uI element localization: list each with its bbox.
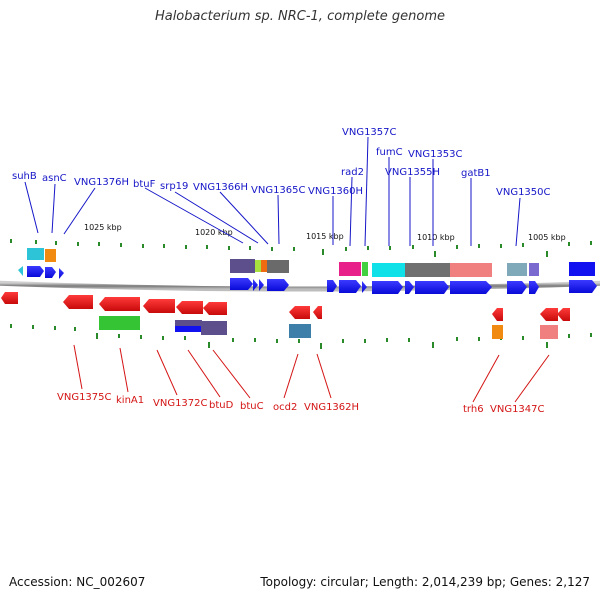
feature-block xyxy=(255,260,261,272)
gene-arrow xyxy=(569,280,597,293)
feature-block xyxy=(405,263,450,277)
gene-label-btuc: btuC xyxy=(240,401,264,412)
gene-arrow xyxy=(492,308,503,321)
gene-label-vng1375c: VNG1375C xyxy=(57,392,112,403)
gene-label-vng1355h: VNG1355H xyxy=(385,167,440,178)
gene-label-gatb1: gatB1 xyxy=(461,168,491,179)
feature-block xyxy=(372,263,405,277)
gene-label-kina1: kinA1 xyxy=(116,395,144,406)
gene-arrow xyxy=(405,281,414,294)
feature-block xyxy=(261,260,267,272)
gene-arrow xyxy=(327,280,337,292)
gene-label-vng1360h: VNG1360H xyxy=(308,186,363,197)
scale-label: 1020 kbp xyxy=(195,228,233,237)
gene-arrow xyxy=(259,279,264,291)
feature-block xyxy=(230,259,255,273)
scale-label: 1015 kbp xyxy=(306,232,344,241)
feature-block xyxy=(529,263,539,276)
feature-block xyxy=(27,248,44,260)
feature-block xyxy=(339,262,361,276)
top-leader-lines xyxy=(24,136,521,247)
gene-arrow xyxy=(372,281,403,294)
scale-label: 1005 kbp xyxy=(528,233,566,242)
reverse-genes xyxy=(1,292,570,321)
scale-label: 1010 kbp xyxy=(417,233,455,242)
gene-arrow xyxy=(230,278,253,290)
genome-summary-text: Topology: circular; Length: 2,014,239 bp… xyxy=(260,575,590,589)
gene-arrow xyxy=(362,281,367,293)
feature-block xyxy=(99,316,140,330)
gene-arrow xyxy=(18,266,23,276)
gene-arrow xyxy=(176,301,203,314)
gene-label-vng1376h: VNG1376H xyxy=(74,177,129,188)
gene-label-ocd2: ocd2 xyxy=(273,402,297,413)
top-ticks xyxy=(10,239,592,257)
gene-label-btuf: btuF xyxy=(133,179,156,190)
gene-label-srp19: srp19 xyxy=(160,181,188,192)
gene-label-suhb: suhB xyxy=(12,171,37,182)
gene-arrow xyxy=(415,281,449,294)
bottom-leader-lines xyxy=(73,344,550,403)
gene-arrow xyxy=(529,281,539,294)
gene-arrow xyxy=(339,280,361,293)
gene-label-asnc: asnC xyxy=(42,173,67,184)
gene-arrow xyxy=(507,281,527,294)
gene-label-vng1353c: VNG1353C xyxy=(408,149,463,160)
map-title: Halobacterium sp. NRC-1, complete genome xyxy=(154,9,446,24)
gene-label-vng1372c: VNG1372C xyxy=(153,398,208,409)
gene-arrow xyxy=(557,308,570,321)
gene-arrow xyxy=(289,306,310,319)
feature-block xyxy=(175,320,202,326)
top-feature-blocks xyxy=(27,248,595,277)
gene-arrow xyxy=(27,266,44,277)
gene-arrow xyxy=(450,281,492,294)
feature-block xyxy=(540,325,558,339)
feature-block xyxy=(45,249,56,262)
gene-arrow xyxy=(59,268,64,279)
bottom-feature-blocks xyxy=(99,316,558,339)
gene-arrow xyxy=(267,279,289,291)
feature-block xyxy=(362,262,368,276)
gene-label-vng1357c: VNG1357C xyxy=(342,127,397,138)
gene-label-vng1362h: VNG1362H xyxy=(304,402,359,413)
gene-label-vng1350c: VNG1350C xyxy=(496,187,551,198)
gene-label-vng1366h: VNG1366H xyxy=(193,182,248,193)
gene-arrow xyxy=(203,302,227,315)
gene-arrow xyxy=(540,308,558,321)
scale-label: 1025 kbp xyxy=(84,223,122,232)
feature-block xyxy=(289,324,311,338)
gene-arrow xyxy=(1,292,18,304)
gene-arrow xyxy=(143,299,175,313)
forward-genes xyxy=(18,266,597,294)
feature-block xyxy=(267,260,289,273)
gene-arrow xyxy=(313,306,322,319)
gene-label-rad2: rad2 xyxy=(341,167,364,178)
gene-arrow xyxy=(63,295,93,309)
gene-label-fumc: fumC xyxy=(376,147,403,158)
feature-block xyxy=(450,263,492,277)
feature-block xyxy=(569,262,595,276)
accession-text: Accession: NC_002607 xyxy=(9,575,146,589)
gene-label-trh6: trh6 xyxy=(463,404,484,415)
gene-label-btud: btuD xyxy=(209,400,234,411)
feature-block xyxy=(201,321,227,335)
gene-arrow xyxy=(99,297,140,311)
feature-block xyxy=(507,263,527,276)
gene-arrow xyxy=(45,267,56,278)
gene-label-vng1365c: VNG1365C xyxy=(251,185,306,196)
gene-label-vng1347c: VNG1347C xyxy=(490,404,545,415)
feature-block xyxy=(492,325,503,339)
gene-arrow xyxy=(253,279,258,291)
